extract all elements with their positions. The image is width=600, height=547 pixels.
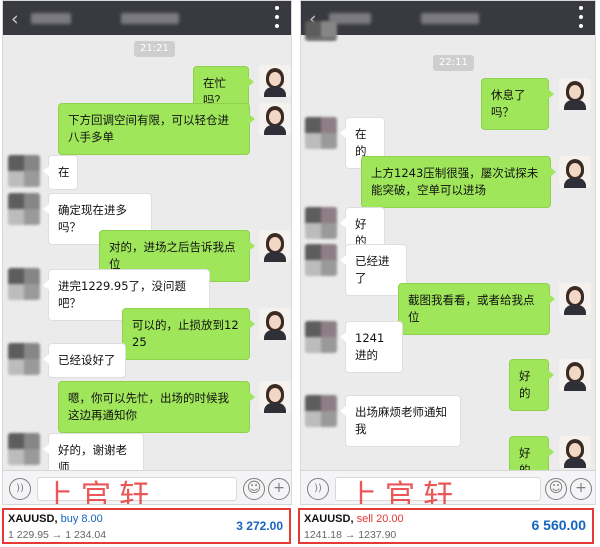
- message-bubble-in: 已经设好了: [43, 343, 126, 378]
- contact-title-blurred: [421, 13, 479, 24]
- my-avatar[interactable]: [559, 359, 591, 391]
- plus-icon[interactable]: +: [570, 478, 592, 500]
- my-avatar[interactable]: [559, 436, 591, 468]
- message-bubble-out: 嗯，你可以先忙，出场的时候我这边再通知你: [58, 381, 255, 433]
- trade-symbol-line: XAUUSD, buy 8.00: [8, 513, 103, 525]
- my-avatar[interactable]: [259, 65, 291, 97]
- message-bubble-out: 好的: [509, 359, 554, 411]
- timestamp: 22:11: [433, 55, 474, 71]
- message-bubble-in: 在: [43, 155, 78, 190]
- timestamp: 21:21: [134, 41, 175, 57]
- message-bubble-out: 休息了吗？: [481, 78, 554, 130]
- trade-symbol: XAUUSD,: [8, 513, 58, 525]
- contact-title-blurred: [121, 13, 179, 24]
- chat-input-bar: )) ☺ +: [301, 470, 595, 504]
- chat-panel-right: ‹ 22:11 休息了吗？ 在的 上方1243压制很强，屡次试探未能突破，空单可…: [300, 0, 596, 505]
- message-bubble-in: 出场麻烦老师通知我: [340, 395, 461, 447]
- contact-avatar[interactable]: [305, 117, 337, 149]
- trade-symbol: XAUUSD,: [304, 513, 354, 525]
- contact-avatar[interactable]: [8, 433, 40, 465]
- contact-name-blurred: [31, 13, 71, 24]
- trade-symbol-line: XAUUSD, sell 20.00: [304, 513, 404, 525]
- trade-side: sell 20.00: [356, 513, 404, 525]
- contact-avatar[interactable]: [305, 21, 337, 41]
- my-avatar[interactable]: [259, 308, 291, 340]
- message-bubble-in: 1241进的: [340, 321, 403, 373]
- message-bubble-in: 已经进了: [340, 244, 407, 296]
- my-avatar[interactable]: [259, 103, 291, 135]
- voice-icon[interactable]: )): [9, 478, 31, 500]
- message-bubble-out: 截图我看看，或者给我点位: [398, 283, 555, 335]
- contact-avatar[interactable]: [8, 343, 40, 375]
- plus-icon[interactable]: +: [268, 478, 290, 500]
- contact-avatar[interactable]: [8, 155, 40, 187]
- message-bubble-out: 下方回调空间有限，可以轻仓进八手多单: [58, 103, 255, 155]
- message-bubble-out: 上方1243压制很强，屡次试探未能突破，空单可以进场: [361, 156, 556, 208]
- chat-input-bar: )) ☺ +: [3, 470, 291, 504]
- contact-avatar[interactable]: [8, 268, 40, 300]
- trade-row-right[interactable]: XAUUSD, sell 20.00 1241.18 → 1237.90 6 5…: [298, 508, 594, 544]
- chat-header: ‹: [3, 1, 291, 35]
- more-dots-icon[interactable]: [275, 6, 281, 28]
- back-arrow-icon[interactable]: ‹: [11, 8, 19, 30]
- contact-avatar[interactable]: [305, 321, 337, 353]
- contact-avatar[interactable]: [305, 244, 337, 276]
- my-avatar[interactable]: [559, 156, 591, 188]
- chat-header: ‹: [301, 1, 595, 35]
- emoji-icon[interactable]: ☺: [243, 478, 265, 500]
- trade-prices: 1241.18 → 1237.90: [304, 529, 397, 541]
- message-input[interactable]: [335, 477, 541, 501]
- more-dots-icon[interactable]: [579, 6, 585, 28]
- trade-side: buy 8.00: [60, 513, 103, 525]
- contact-name-blurred: [329, 13, 371, 24]
- voice-icon[interactable]: )): [307, 478, 329, 500]
- message-bubble-out: 可以的，止损放到1225: [122, 308, 255, 360]
- trade-row-left[interactable]: XAUUSD, buy 8.00 1 229.95 → 1 234.04 3 2…: [2, 508, 291, 544]
- contact-avatar[interactable]: [305, 207, 337, 239]
- back-arrow-icon[interactable]: ‹: [309, 8, 317, 30]
- my-avatar[interactable]: [559, 78, 591, 110]
- trade-profit: 6 560.00: [531, 517, 587, 533]
- my-avatar[interactable]: [259, 230, 291, 262]
- contact-avatar[interactable]: [8, 193, 40, 225]
- my-avatar[interactable]: [259, 381, 291, 413]
- emoji-icon[interactable]: ☺: [545, 478, 567, 500]
- trade-profit: 3 272.00: [236, 519, 283, 533]
- message-input[interactable]: [37, 477, 237, 501]
- trade-prices: 1 229.95 → 1 234.04: [8, 529, 107, 541]
- chat-panel-left: ‹ 21:21 在忙吗？ 下方回调空间有限，可以轻仓进八手多单 在 确定现在进多…: [2, 0, 292, 505]
- contact-avatar[interactable]: [305, 395, 337, 427]
- my-avatar[interactable]: [559, 283, 591, 315]
